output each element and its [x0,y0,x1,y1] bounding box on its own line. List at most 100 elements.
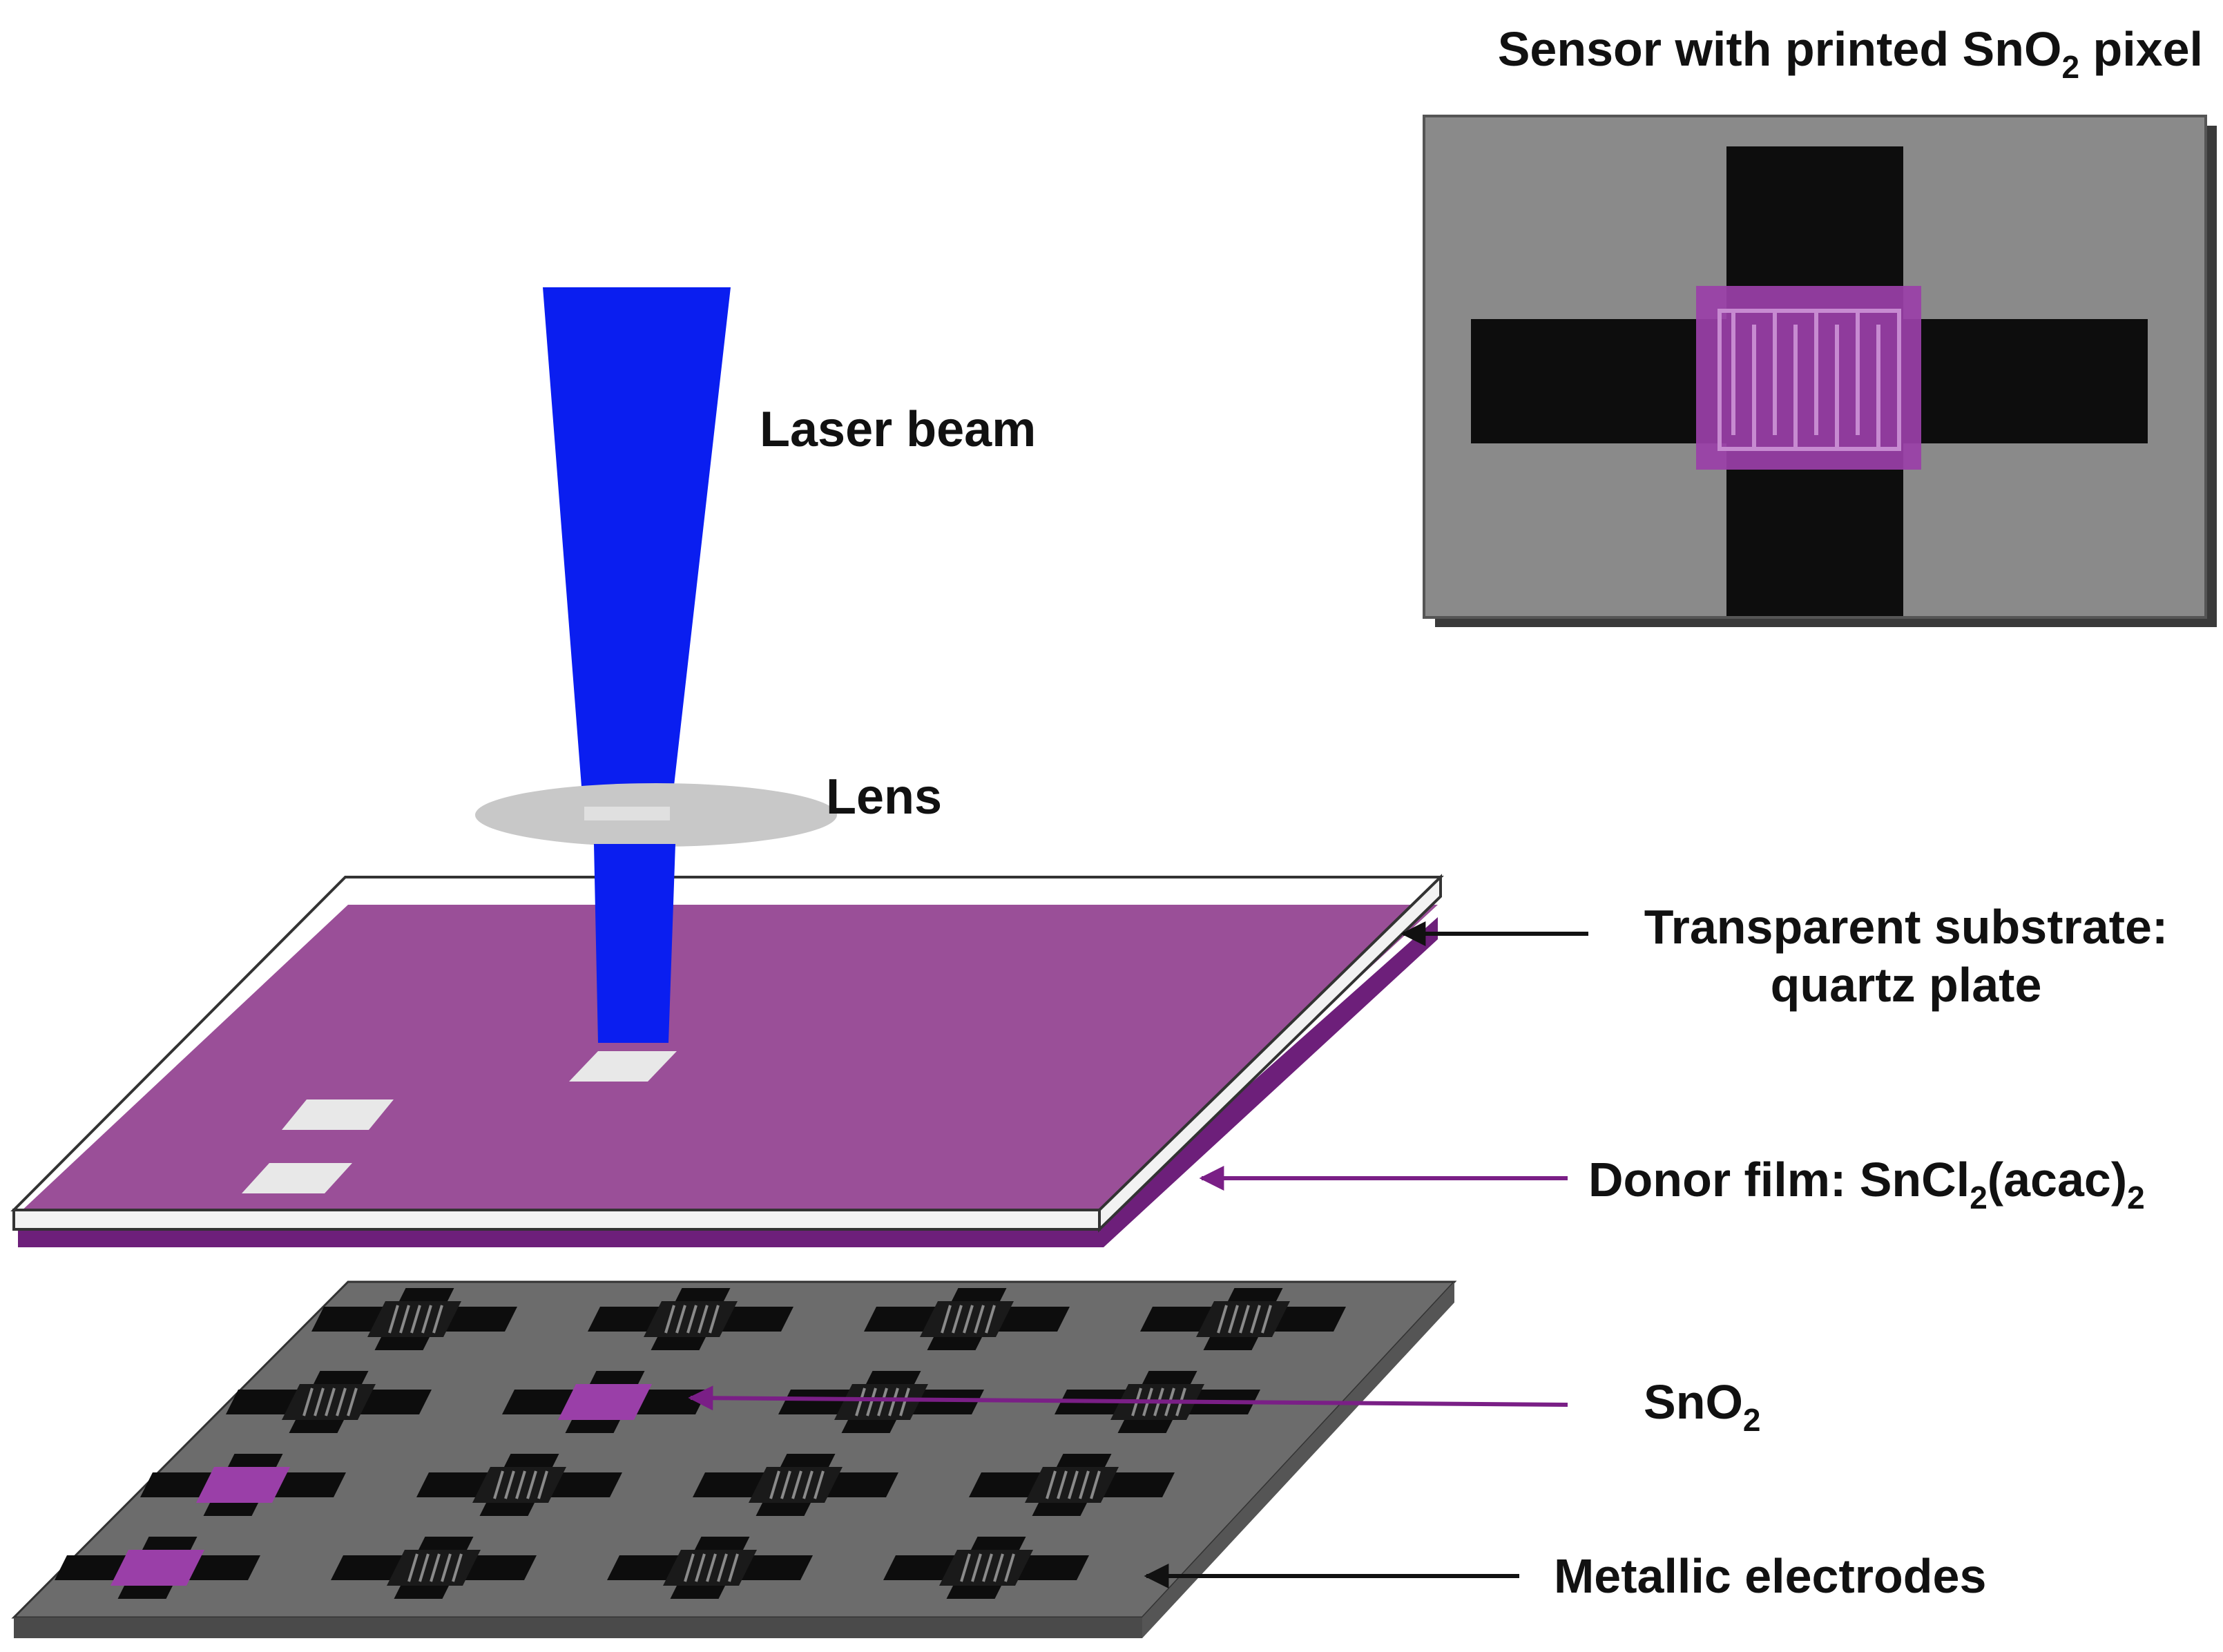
interdigit-line [877,1387,888,1416]
electrode-pad [548,1472,622,1497]
electrode-pad [883,1555,958,1580]
interdigit-line [347,1387,358,1416]
interdigit-line [974,1305,985,1334]
interdigit-line [697,1305,709,1334]
electrode-pad [140,1472,215,1497]
interdigit-line [780,1470,791,1499]
quartz-plate-side [1098,874,1442,1233]
interdigit-line [899,1387,910,1416]
interdigit-line [686,1305,697,1334]
interdigit-line [526,1470,537,1499]
quartz-plate-front [12,1209,1101,1231]
electrode-pad [1100,1472,1175,1497]
interdigit-line [410,1305,421,1334]
electrode-pad [864,1307,939,1332]
interdigit-line [302,1387,314,1416]
interdigit-line [418,1553,430,1582]
electrode-pad [331,1555,405,1580]
interdigit-line [493,1470,504,1499]
substrate-label: Transparent substrate: [1644,900,2168,954]
sno2-label: SnO2 [1644,1375,1761,1438]
interdigit-line [421,1305,432,1334]
interdigit-line [675,1305,686,1334]
laser-beam-lower [594,844,675,1043]
sno2-arrow [688,1385,1568,1411]
receiver-plate-side [1142,1282,1454,1638]
donor-void-1 [282,1099,394,1130]
electrode-pad [186,1555,260,1580]
interdigit-line [1046,1470,1057,1499]
interdigit-line [515,1470,526,1499]
interdigit-line [985,1305,996,1334]
interdigit-line [982,1553,993,1582]
donor-void-2 [242,1163,352,1193]
sno2-deposit [558,1384,652,1420]
electrode-pad [738,1555,813,1580]
interdigit-line [993,1553,1004,1582]
interdigit-line [1068,1470,1079,1499]
interdigit-line [769,1470,780,1499]
interdigit-line [537,1470,548,1499]
electrode-pad [271,1472,346,1497]
receiver-plate [11,1280,1457,1638]
interdigit-line [971,1553,982,1582]
electrode-pad [502,1390,577,1414]
interdigit-line [709,1305,720,1334]
electrodes-label: Metallic electrodes [1554,1549,1986,1603]
interdigitated-pattern [1717,309,1901,451]
interdigit-line [963,1305,974,1334]
electrode-pad [969,1472,1043,1497]
lens-beam-crossing [584,807,670,820]
donor-assembly [10,874,1444,1247]
electrode-pad [778,1390,853,1414]
interdigit-line [1239,1305,1250,1334]
interdigit-line [325,1387,336,1416]
substrate-label-2: quartz plate [1771,958,2042,1012]
interdigit-line [814,1470,825,1499]
sensor-inset [1423,115,2217,627]
interdigit-line [695,1553,706,1582]
interdigit-line [432,1305,443,1334]
electrode-pad [357,1390,432,1414]
interdigit-line [952,1305,963,1334]
interdigit-line [430,1553,441,1582]
receiver-plate-front [14,1617,1142,1638]
electrode-pad [588,1307,662,1332]
electrode-pad [311,1307,386,1332]
interdigit-line [1090,1470,1101,1499]
electrode-pad [462,1555,537,1580]
interdigit-line [1079,1470,1090,1499]
interdigit-line [504,1470,515,1499]
interdigit-line [717,1553,728,1582]
interdigit-line [1057,1470,1068,1499]
interdigit-line [684,1553,695,1582]
electrode-pad [824,1472,898,1497]
interdigit-line [706,1553,717,1582]
laser-beam-upper [543,287,731,822]
electrode-grid [55,1288,1346,1599]
interdigit-line [336,1387,347,1416]
interdigit-line [399,1305,410,1334]
interdigit-line [452,1553,463,1582]
donor-void-3 [569,1051,677,1082]
interdigit-line [960,1553,971,1582]
interdigit-line [1261,1305,1272,1334]
electrode-pad [416,1472,491,1497]
interdigit-line [866,1387,877,1416]
lens-label: Lens [826,769,942,825]
electrode-pad [607,1555,682,1580]
interdigit-line [1004,1553,1015,1582]
electrode-pad [443,1307,517,1332]
interdigit-line [1217,1305,1228,1334]
interdigit-line [441,1553,452,1582]
electrode-pad [693,1472,767,1497]
laser-beam-label: Laser beam [760,402,1036,457]
interdigit-line [1228,1305,1239,1334]
interdigit-line [888,1387,899,1416]
electrode-pad [1140,1307,1215,1332]
electrode-pad [1014,1555,1089,1580]
electrode-pad [719,1307,793,1332]
interdigit-line [407,1553,418,1582]
